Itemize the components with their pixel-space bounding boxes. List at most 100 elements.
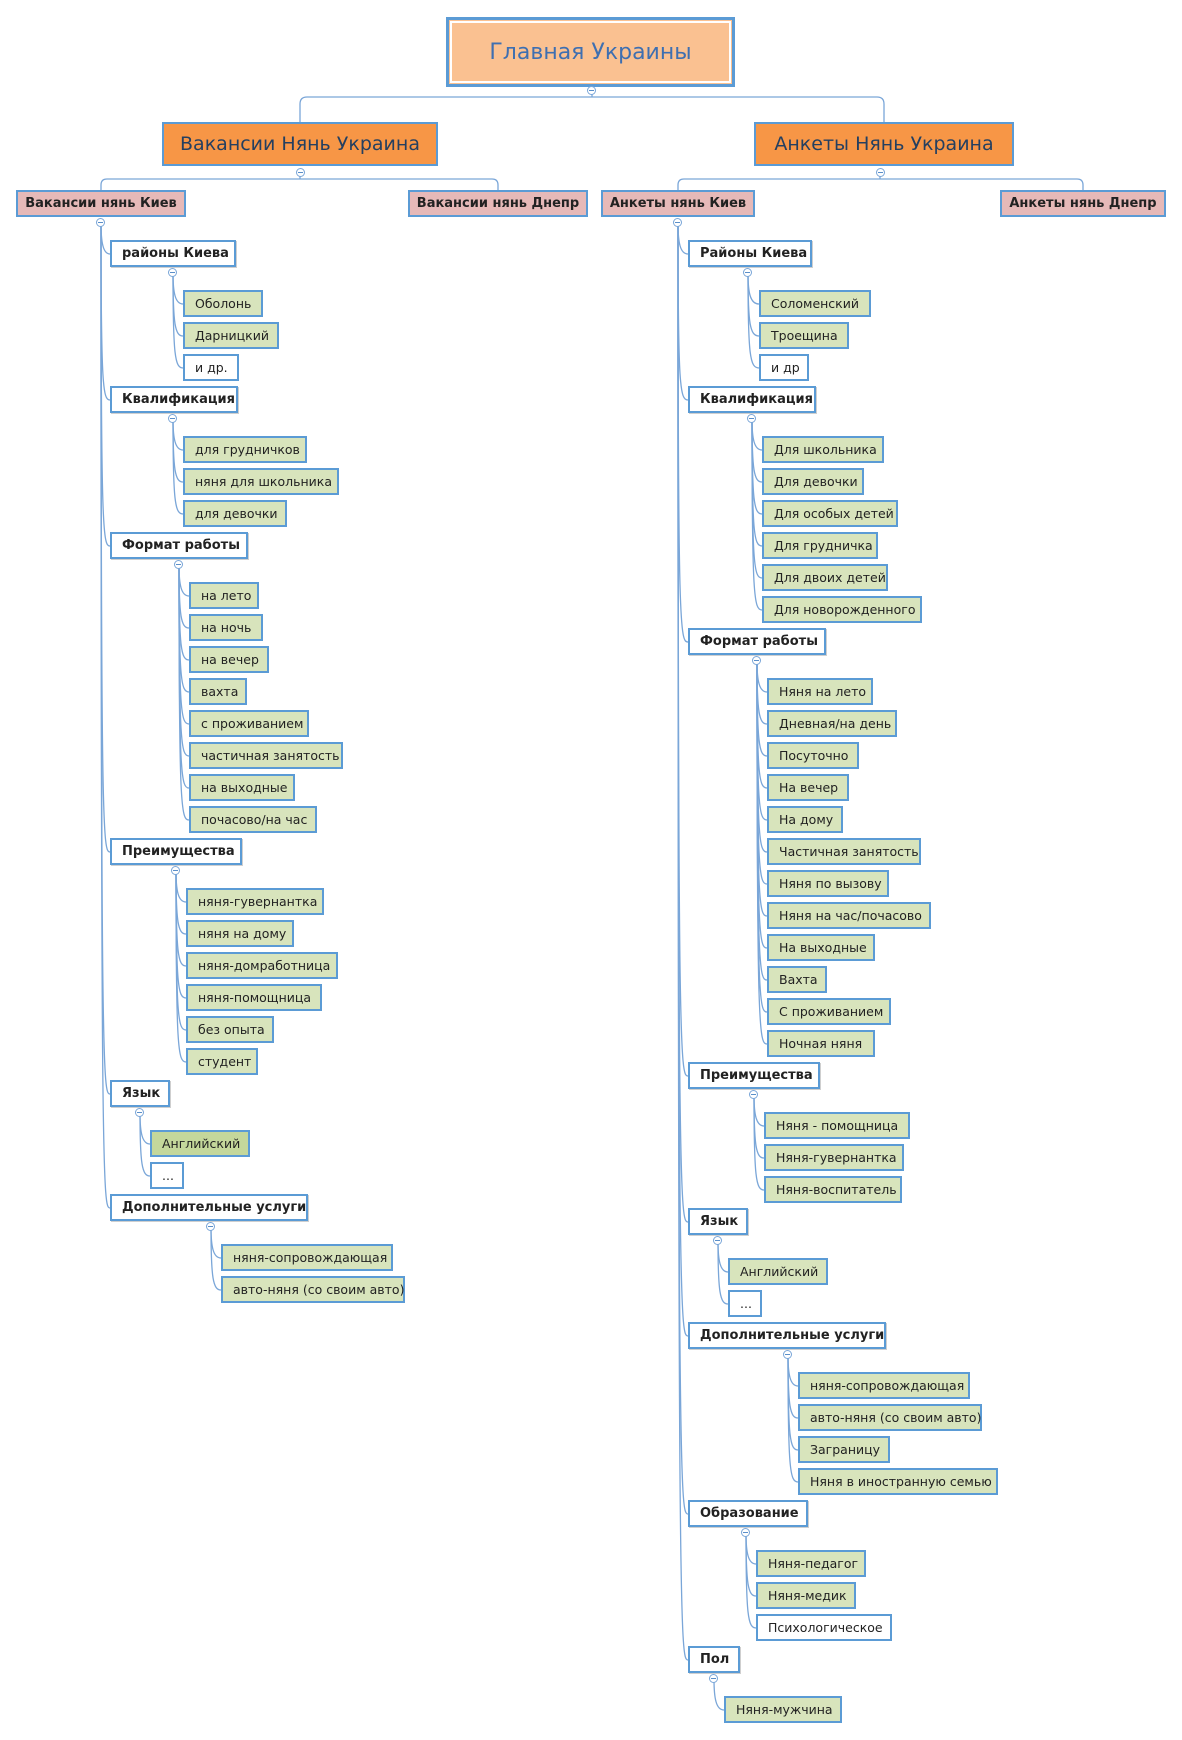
section-node-vacancies[interactable]: Вакансии Нянь Украина <box>162 122 438 166</box>
collapse-toggle-icon[interactable] <box>713 1236 722 1245</box>
group-node[interactable]: Пол <box>688 1646 740 1673</box>
leaf-node[interactable]: Оболонь <box>183 290 263 317</box>
leaf-node[interactable]: и др. <box>183 354 239 381</box>
leaf-node[interactable]: Психологическое <box>756 1614 892 1641</box>
leaf-node[interactable]: Для двоих детей <box>762 564 888 591</box>
group-node[interactable]: Преимущества <box>688 1062 820 1089</box>
leaf-node[interactable]: На дому <box>767 806 843 833</box>
section-node-profiles[interactable]: Анкеты Нянь Украина <box>754 122 1014 166</box>
leaf-node[interactable]: Няня-мужчина <box>724 1696 842 1723</box>
group-node[interactable]: Преимущества <box>110 838 242 865</box>
collapse-toggle-icon[interactable] <box>168 414 177 423</box>
collapse-toggle-icon[interactable] <box>174 560 183 569</box>
group-node[interactable]: Квалификация <box>688 386 816 413</box>
leaf-node[interactable]: няня-помощница <box>186 984 322 1011</box>
leaf-node[interactable]: На выходные <box>767 934 875 961</box>
leaf-node[interactable]: Для особых детей <box>762 500 898 527</box>
collapse-toggle-icon[interactable] <box>673 218 682 227</box>
leaf-node[interactable]: Для девочки <box>762 468 864 495</box>
group-node[interactable]: Формат работы <box>110 532 248 559</box>
collapse-toggle-icon[interactable] <box>168 268 177 277</box>
leaf-node[interactable]: почасово/на час <box>189 806 317 833</box>
root-node[interactable]: Главная Украины <box>446 17 735 87</box>
leaf-node[interactable]: Няня на час/почасово <box>767 902 931 929</box>
collapse-toggle-icon[interactable] <box>709 1674 718 1683</box>
group-node[interactable]: районы Киева <box>110 240 236 267</box>
leaf-node[interactable]: Няня - помощница <box>764 1112 910 1139</box>
leaf-node[interactable]: Дарницкий <box>183 322 279 349</box>
leaf-node[interactable]: Для новорожденного <box>762 596 922 623</box>
collapse-toggle-icon[interactable] <box>96 218 105 227</box>
collapse-toggle-icon[interactable] <box>135 1108 144 1117</box>
leaf-node[interactable]: Вахта <box>767 966 827 993</box>
category-node-vacancies-dnipro[interactable]: Вакансии нянь Днепр <box>408 190 588 217</box>
leaf-node[interactable]: Для школьника <box>762 436 884 463</box>
leaf-node[interactable]: Ночная няня <box>767 1030 875 1057</box>
leaf-node[interactable]: няня-сопровождающая <box>221 1244 393 1271</box>
group-node[interactable]: Районы Киева <box>688 240 812 267</box>
connector-line <box>178 564 190 821</box>
leaf-node[interactable]: няня-гувернантка <box>186 888 324 915</box>
leaf-node[interactable]: с проживанием <box>189 710 309 737</box>
leaf-node[interactable]: на вечер <box>189 646 269 673</box>
collapse-toggle-icon[interactable] <box>741 1528 750 1537</box>
leaf-node[interactable]: няня-сопровождающая <box>798 1372 970 1399</box>
leaf-node[interactable]: На вечер <box>767 774 849 801</box>
group-node[interactable]: Квалификация <box>110 386 238 413</box>
group-node[interactable]: Язык <box>110 1080 170 1107</box>
leaf-node[interactable]: Троещина <box>759 322 849 349</box>
leaf-node[interactable]: Заграницу <box>798 1436 890 1463</box>
leaf-node[interactable]: Посуточно <box>767 742 859 769</box>
collapse-toggle-icon[interactable] <box>206 1222 215 1231</box>
leaf-node[interactable]: ... <box>150 1162 184 1189</box>
group-node[interactable]: Формат работы <box>688 628 826 655</box>
leaf-node[interactable]: без опыта <box>186 1016 274 1043</box>
leaf-node[interactable]: на выходные <box>189 774 295 801</box>
collapse-toggle-icon[interactable] <box>296 168 305 177</box>
collapse-toggle-icon[interactable] <box>752 656 761 665</box>
collapse-toggle-icon[interactable] <box>783 1350 792 1359</box>
leaf-node[interactable]: Няня-воспитатель <box>764 1176 902 1203</box>
group-node[interactable]: Дополнительные услуги <box>688 1322 886 1349</box>
leaf-node[interactable]: частичная занятость <box>189 742 343 769</box>
group-node[interactable]: Язык <box>688 1208 748 1235</box>
leaf-node[interactable]: авто-няня (со своим авто) <box>221 1276 405 1303</box>
category-node-profiles-dnipro[interactable]: Анкеты нянь Днепр <box>1000 190 1166 217</box>
leaf-node[interactable]: на лето <box>189 582 259 609</box>
leaf-node[interactable]: и др <box>759 354 809 381</box>
collapse-toggle-icon[interactable] <box>749 1090 758 1099</box>
category-node-vacancies-kyiv[interactable]: Вакансии нянь Киев <box>16 190 186 217</box>
leaf-node[interactable]: няня на дому <box>186 920 294 947</box>
leaf-node[interactable]: Английский <box>728 1258 828 1285</box>
collapse-toggle-icon[interactable] <box>876 168 885 177</box>
leaf-node[interactable]: для грудничков <box>183 436 307 463</box>
leaf-node[interactable]: Частичная занятость <box>767 838 921 865</box>
category-node-profiles-kyiv[interactable]: Анкеты нянь Киев <box>601 190 755 217</box>
leaf-node[interactable]: Дневная/на день <box>767 710 897 737</box>
leaf-node[interactable]: няня для школьника <box>183 468 339 495</box>
leaf-node[interactable]: авто-няня (со своим авто) <box>798 1404 982 1431</box>
leaf-node[interactable]: для девочки <box>183 500 287 527</box>
leaf-node[interactable]: вахта <box>189 678 247 705</box>
leaf-node[interactable]: С проживанием <box>767 998 891 1025</box>
leaf-node[interactable]: Для грудничка <box>762 532 878 559</box>
leaf-node[interactable]: Няня в иностранную семью <box>798 1468 998 1495</box>
leaf-node[interactable]: ... <box>728 1290 762 1317</box>
collapse-toggle-icon[interactable] <box>171 866 180 875</box>
leaf-node[interactable]: Няня-медик <box>756 1582 856 1609</box>
leaf-node[interactable]: Няня по вызову <box>767 870 889 897</box>
group-node[interactable]: Дополнительные услуги <box>110 1194 308 1221</box>
leaf-node[interactable]: Английский <box>150 1130 250 1157</box>
leaf-node[interactable]: Няня-педагог <box>756 1550 866 1577</box>
leaf-node[interactable]: на ночь <box>189 614 263 641</box>
collapse-toggle-icon[interactable] <box>587 86 596 95</box>
collapse-toggle-icon[interactable] <box>743 268 752 277</box>
leaf-node[interactable]: Няня на лето <box>767 678 873 705</box>
connector-line <box>210 1226 222 1291</box>
leaf-node[interactable]: Няня-гувернантка <box>764 1144 904 1171</box>
group-node[interactable]: Образование <box>688 1500 808 1527</box>
leaf-node[interactable]: студент <box>186 1048 258 1075</box>
leaf-node[interactable]: Соломенский <box>759 290 871 317</box>
leaf-node[interactable]: няня-домработница <box>186 952 338 979</box>
collapse-toggle-icon[interactable] <box>747 414 756 423</box>
